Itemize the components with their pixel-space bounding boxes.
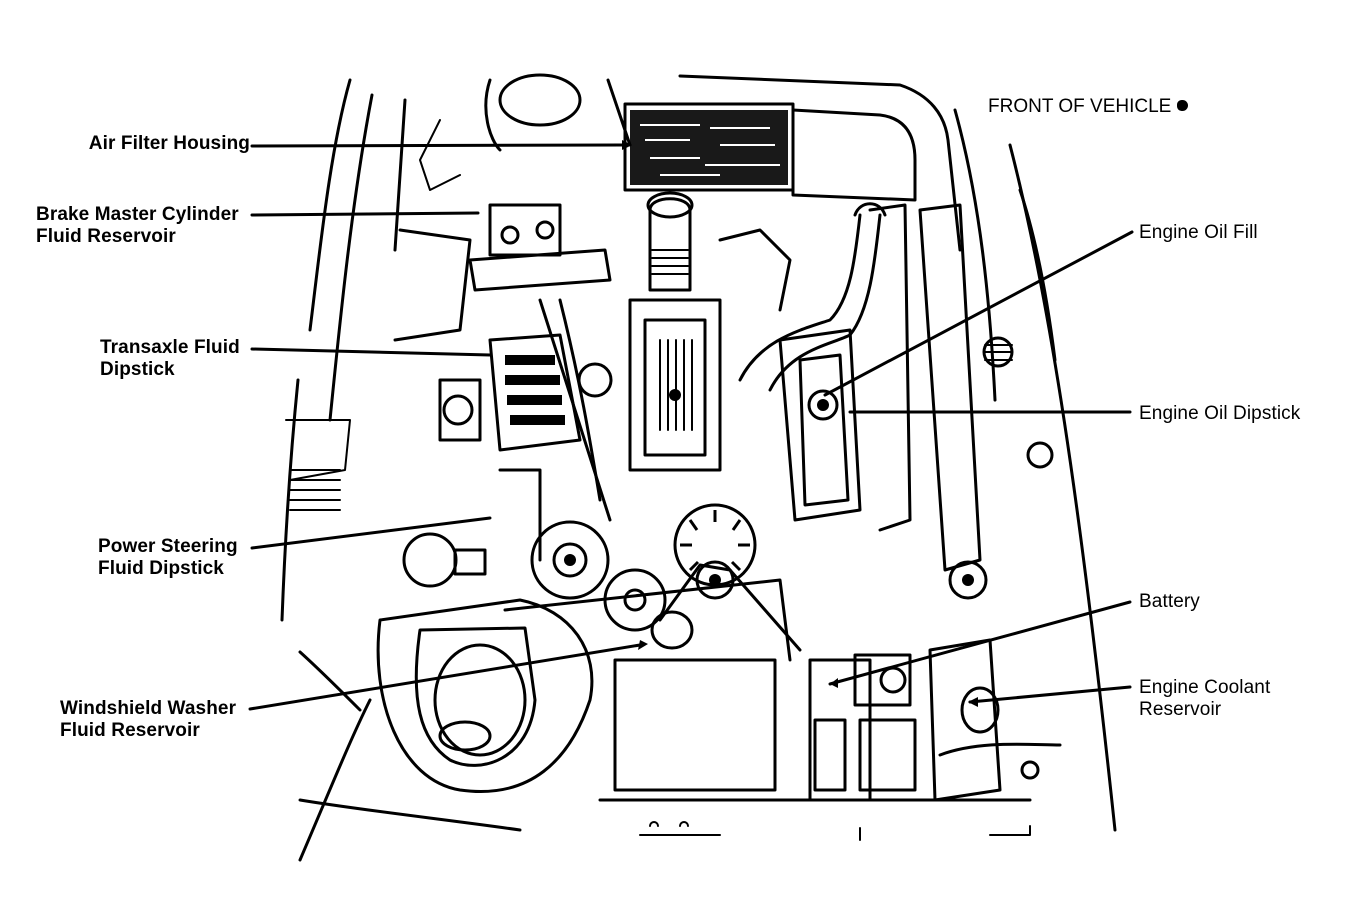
callout-label-line: Reservoir [1139,699,1222,720]
front-direction-arrow-icon [1177,100,1189,111]
leader-air-filter-housing [250,143,624,148]
callout-power-steering-fluid-dipstick: Power Steering Fluid Dipstick [98,536,238,580]
callout-label-line: Power Steering [98,536,238,557]
leader-washer-reservoir [248,643,642,711]
accessory-drive-drawing [402,468,802,652]
battery-drawing [503,578,1032,841]
leader-coolant-reservoir [968,685,1132,704]
front-of-vehicle-label: FRONT OF VEHICLE [988,96,1172,117]
callout-label-line: Transaxle Fluid [100,337,240,358]
leader-battery [828,600,1132,686]
front-of-vehicle-note: FRONT OF VEHICLE [988,96,1189,118]
callout-windshield-washer-fluid-reservoir: Windshield Washer Fluid Reservoir [60,698,236,742]
callout-label-line: Fluid Reservoir [60,720,200,741]
callout-label-line: Engine Oil Dipstick [1139,403,1301,424]
callout-engine-coolant-reservoir: Engine Coolant Reservoir [1139,677,1270,721]
air-filter-housing-drawing [623,102,917,202]
leader-transaxle-dipstick [250,347,492,357]
callout-air-filter-housing: Air Filter Housing [89,133,250,155]
leader-engine-oil-fill [823,230,1134,397]
leader-brake-master-cylinder [250,211,480,217]
hood-hinge-top [419,73,632,191]
fender-inner-right [953,108,997,402]
fender-line [1018,188,1057,362]
right-cylinder-bank-drawing [778,203,1054,572]
callout-label-line: Engine Coolant [1139,677,1271,698]
callout-brake-master-cylinder-fluid-reservoir: Brake Master Cylinder Fluid Reservoir [36,204,239,248]
callout-engine-oil-dipstick: Engine Oil Dipstick [1139,403,1300,425]
leader-power-steering-dipstick [250,516,492,550]
leader-lines [248,140,1134,711]
strut-tower-drawing [298,598,594,862]
cowl-rail [678,74,962,252]
callout-label-line: Dipstick [100,359,175,380]
callout-engine-oil-fill: Engine Oil Fill [1139,222,1258,244]
callout-label-line: Fluid Reservoir [36,226,176,247]
callout-label-line: Engine Oil Fill [1139,222,1258,243]
callout-label-line: Battery [1139,591,1200,612]
callout-transaxle-fluid-dipstick: Transaxle Fluid Dipstick [100,337,240,381]
callout-label-line: Fluid Dipstick [98,558,224,579]
callout-battery: Battery [1139,591,1200,613]
fender-outline-left [280,78,407,622]
callout-label-line: Brake Master Cylinder [36,204,239,225]
brake-master-cylinder-drawing [393,203,612,342]
ignition-coil-pack-drawing [438,298,613,522]
callout-label-line: Windshield Washer [60,698,237,719]
callout-label-line: Air Filter Housing [88,133,250,154]
coolant-reservoir-drawing [928,560,1062,802]
